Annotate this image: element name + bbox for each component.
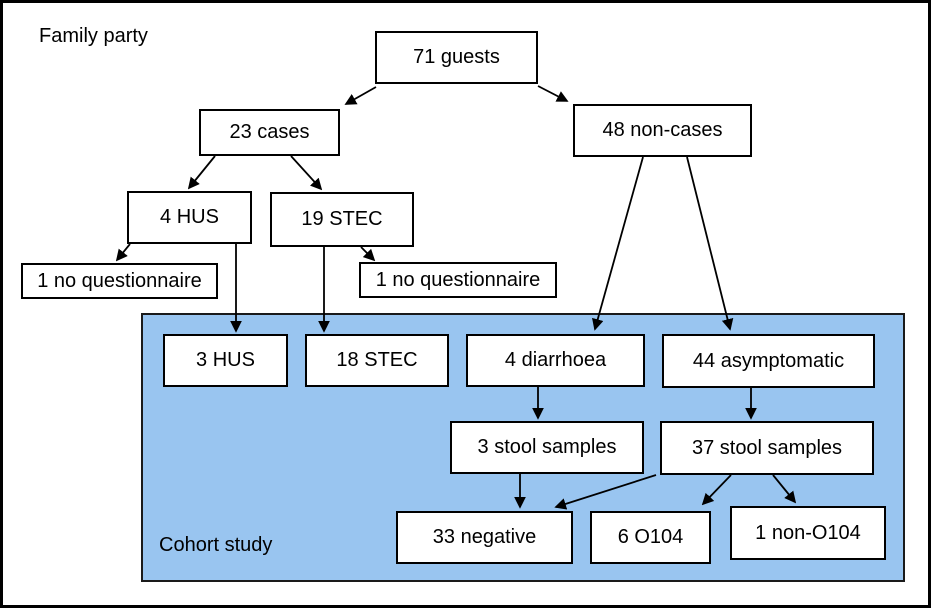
arrow-cases-to-19stec <box>290 155 323 191</box>
arrow-cases-to-4hus <box>187 155 216 190</box>
node-44-asymptomatic: 44 asymptomatic <box>662 334 875 388</box>
arrow-19stec-to-noquestionnaire <box>360 246 376 262</box>
node-no-questionnaire-right: 1 no questionnaire <box>359 262 557 298</box>
arrow-guests-to-cases <box>344 86 377 105</box>
node-33-negative: 33 negative <box>396 511 573 564</box>
arrow-noncases-to-diarrhoea <box>592 156 644 331</box>
node-19-stec: 19 STEC <box>270 192 414 247</box>
node-6-o104: 6 O104 <box>590 511 711 564</box>
arrow-4hus-to-noquestionnaire <box>115 243 131 262</box>
cohort-study-label: Cohort study <box>159 534 273 556</box>
family-party-label: Family party <box>39 25 148 47</box>
node-1-non-o104: 1 non-O104 <box>730 506 886 560</box>
node-4-hus: 4 HUS <box>127 191 252 244</box>
node-4-diarrhoea: 4 diarrhoea <box>466 334 645 387</box>
node-71-guests: 71 guests <box>375 31 538 84</box>
node-no-questionnaire-left: 1 no questionnaire <box>21 263 218 299</box>
node-3-stool-samples: 3 stool samples <box>450 421 644 474</box>
node-18-stec: 18 STEC <box>305 334 449 387</box>
arrow-noncases-to-asymptomatic <box>686 156 734 331</box>
arrow-guests-to-noncases <box>537 85 569 102</box>
node-48-non-cases: 48 non-cases <box>573 104 752 157</box>
node-3-hus: 3 HUS <box>163 334 288 387</box>
node-37-stool-samples: 37 stool samples <box>660 421 874 475</box>
node-23-cases: 23 cases <box>199 109 340 156</box>
